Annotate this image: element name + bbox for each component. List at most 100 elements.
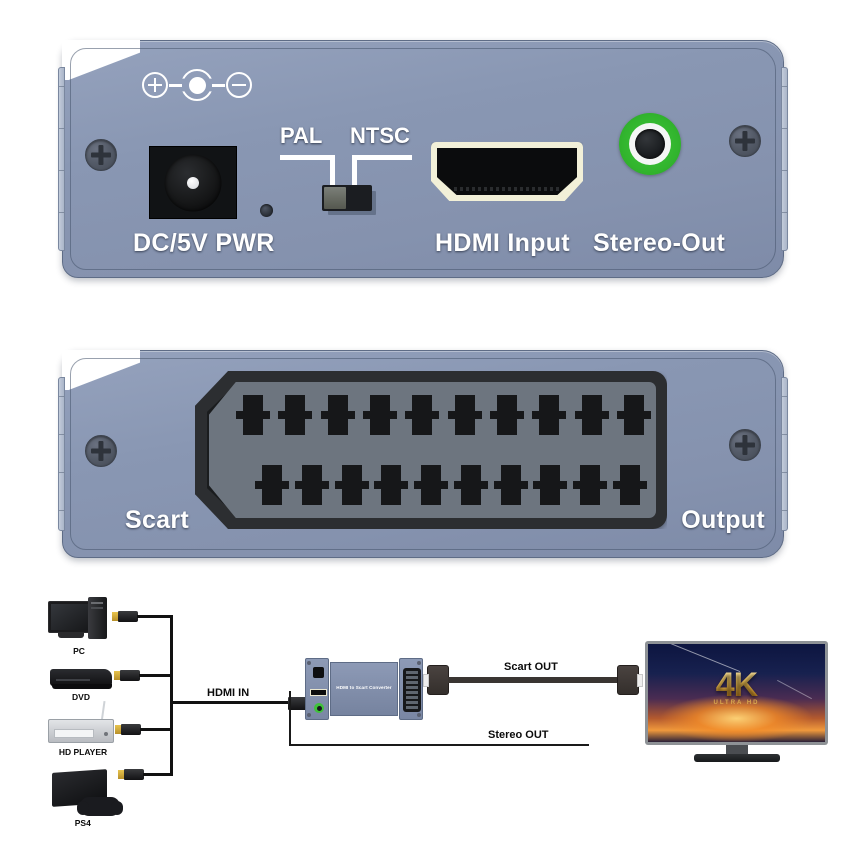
scart-output-connector[interactable] [195, 371, 667, 529]
screw-left [85, 435, 117, 467]
cable-label-scart-out: Scart OUT [504, 661, 558, 673]
source-pc: PC [48, 597, 110, 656]
scart-pin [612, 465, 647, 505]
panel-chamfer [62, 40, 140, 80]
hdmi-input-label: HDMI Input [435, 229, 570, 257]
source-label-pc: PC [73, 646, 85, 656]
tv-bezel: 4K ULTRA HD [645, 641, 828, 745]
cable-label-hdmi-in: HDMI IN [207, 687, 250, 699]
scart-pin [294, 465, 329, 505]
scart-pin [236, 395, 270, 435]
output-label: Output [681, 506, 765, 534]
wire-bus-vertical [170, 615, 173, 776]
cable-label-stereo-out: Stereo OUT [488, 729, 549, 741]
scart-pin [414, 465, 449, 505]
device-output-panel: Scart Output [58, 350, 788, 558]
pal-bracket-v [330, 155, 335, 187]
source-hd-player: HD PLAYER [48, 700, 118, 759]
scart-pin-row-bottom [243, 465, 647, 505]
monitor-icon [48, 601, 92, 638]
scart-pin [278, 395, 313, 435]
gamepad-icon [77, 797, 123, 816]
hdmi-input-port[interactable] [431, 142, 583, 201]
dc-polarity-icon [142, 69, 252, 103]
hdmi-plug-icon [112, 611, 138, 622]
hdmi-plug-icon [118, 769, 144, 780]
center-positive-icon [181, 69, 213, 101]
converter-device: HDMI to Scart Converter [305, 658, 423, 720]
tv-display: 4K ULTRA HD [645, 641, 828, 768]
slide-switch[interactable] [322, 185, 372, 211]
wire-hdmi-in-trunk [170, 701, 310, 704]
pal-bracket-h [280, 155, 335, 160]
converter-input-face [305, 658, 329, 720]
tv-4k-text: 4K [648, 666, 825, 705]
wire-pc [137, 615, 173, 618]
pal-label: PAL [280, 123, 323, 148]
dvd-player-icon [50, 669, 112, 686]
connection-diagram: PC DVD HD PLAYER PS4 HDMI I [0, 583, 850, 847]
scart-pin [574, 395, 609, 435]
converter-label: HDMI to Scart Converter [336, 685, 392, 690]
dc-power-jack[interactable] [149, 146, 237, 219]
wire-hd-player [140, 728, 173, 731]
tower-icon [88, 597, 107, 639]
scart-plug-left [423, 665, 449, 695]
dc-power-label: DC/5V PWR [133, 229, 275, 257]
source-label-dvd: DVD [72, 692, 90, 702]
right-rail [781, 377, 788, 531]
scart-pin [493, 465, 528, 505]
tv-stand-base [693, 754, 780, 762]
screw-left [85, 139, 117, 171]
ntsc-bracket-v [352, 155, 357, 187]
scart-pin [255, 465, 289, 505]
source-ps4: PS4 [52, 769, 123, 828]
right-rail [781, 67, 788, 251]
converter-stereo-jack [314, 703, 324, 713]
left-rail [58, 67, 65, 251]
tv-ultrahd-text: ULTRA HD [713, 700, 760, 706]
converter-hdmi-port [310, 689, 327, 696]
scart-pin [405, 395, 440, 435]
stereo-out-label: Stereo-Out [593, 229, 726, 257]
scart-pin [489, 395, 524, 435]
pal-ntsc-switch[interactable]: PAL NTSC [278, 123, 438, 223]
source-label-ps4: PS4 [74, 818, 91, 828]
scart-pin [573, 465, 608, 505]
wire-dvd [139, 674, 173, 677]
scart-pin [616, 395, 651, 435]
screw-right [729, 429, 761, 461]
hd-player-icon [48, 719, 114, 743]
hdmi-plug-icon [115, 724, 141, 735]
scart-pin [374, 465, 409, 505]
wire-ps4 [143, 773, 173, 776]
scart-pin-row-top [236, 395, 651, 435]
ntsc-bracket-h [352, 155, 412, 160]
stereo-out-jack[interactable] [619, 113, 681, 175]
converter-scart-port [403, 668, 421, 712]
tv-screen: 4K ULTRA HD [648, 644, 825, 742]
scart-pin [453, 465, 488, 505]
scart-plug-right [617, 665, 643, 695]
scart-pin [334, 465, 369, 505]
panel-chamfer [62, 350, 140, 390]
scart-pin [447, 395, 482, 435]
wire-scart-out [448, 677, 623, 683]
converter-output-face [399, 658, 423, 720]
screw-right [729, 125, 761, 157]
scart-label: Scart [125, 506, 190, 534]
led-indicator-hole [260, 204, 273, 217]
device-input-panel: DC/5V PWR PAL NTSC HDMI Input Stereo-Out [58, 40, 788, 278]
source-dvd: DVD [50, 663, 112, 703]
scart-pin [533, 465, 568, 505]
plus-icon [142, 72, 168, 98]
scart-pin [362, 395, 397, 435]
tv-stand-neck [725, 745, 748, 755]
ntsc-label: NTSC [350, 123, 410, 148]
hdmi-plug-icon [114, 670, 140, 681]
scart-pin [532, 395, 567, 435]
scart-pin [320, 395, 355, 435]
wire-stereo-horizontal [289, 744, 589, 746]
minus-icon [226, 72, 252, 98]
